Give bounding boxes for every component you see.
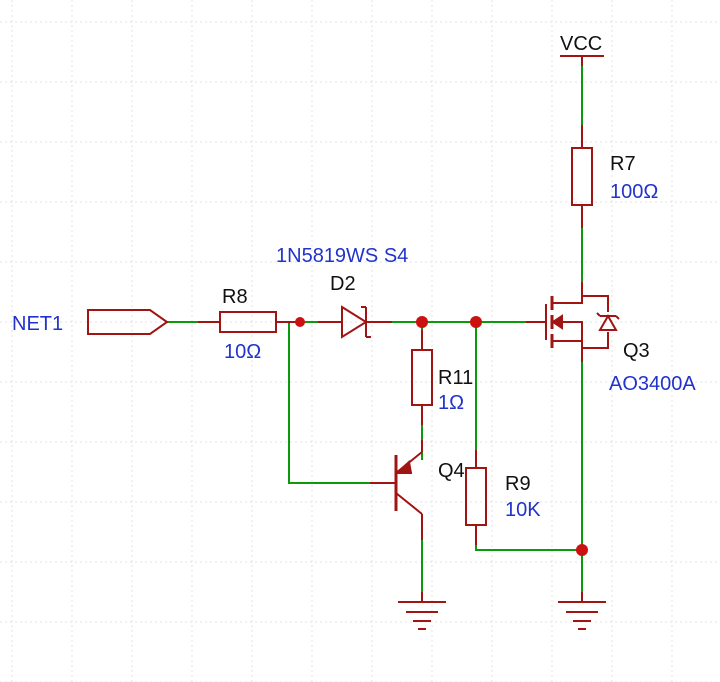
junctions bbox=[295, 316, 588, 556]
junction-dot bbox=[470, 316, 482, 328]
junction-dot bbox=[576, 544, 588, 556]
net1-label: NET1 bbox=[12, 313, 63, 335]
q3-name: Q3 bbox=[623, 340, 650, 362]
resistor-r7 bbox=[571, 125, 593, 228]
resistor-r8 bbox=[198, 311, 300, 333]
labels: VCC NET1 R8 10Ω 1N5819WS S4 D2 R11 1Ω Q4… bbox=[12, 33, 696, 521]
wire-q4-base bbox=[288, 322, 390, 484]
r9-value: 10K bbox=[505, 499, 541, 521]
junction-dot bbox=[295, 317, 305, 327]
mosfet-q3 bbox=[526, 282, 620, 362]
vcc-label: VCC bbox=[560, 33, 602, 55]
components bbox=[87, 55, 620, 630]
r11-name: R11 bbox=[438, 367, 473, 389]
r9-name: R9 bbox=[505, 473, 531, 495]
resistor-r11 bbox=[411, 330, 433, 425]
resistor-r9 bbox=[465, 450, 487, 545]
wires bbox=[167, 65, 583, 602]
junction-dot bbox=[416, 316, 428, 328]
ground-symbol-q4 bbox=[398, 592, 446, 630]
d2-name: D2 bbox=[330, 273, 356, 295]
d2-part-label: 1N5819WS S4 bbox=[276, 245, 408, 267]
r7-value: 100Ω bbox=[610, 181, 658, 203]
r8-value: 10Ω bbox=[224, 341, 261, 363]
transistor-q4 bbox=[370, 440, 423, 540]
r7-name: R7 bbox=[610, 153, 636, 175]
q4-name: Q4 bbox=[438, 460, 465, 482]
diode-d2 bbox=[318, 305, 392, 339]
net-port-net1 bbox=[87, 309, 169, 335]
ground-symbol-q3 bbox=[558, 592, 606, 630]
r8-name: R8 bbox=[222, 286, 248, 308]
vcc-symbol bbox=[560, 55, 604, 66]
r11-value: 1Ω bbox=[438, 392, 464, 414]
q3-value: AO3400A bbox=[609, 373, 696, 395]
